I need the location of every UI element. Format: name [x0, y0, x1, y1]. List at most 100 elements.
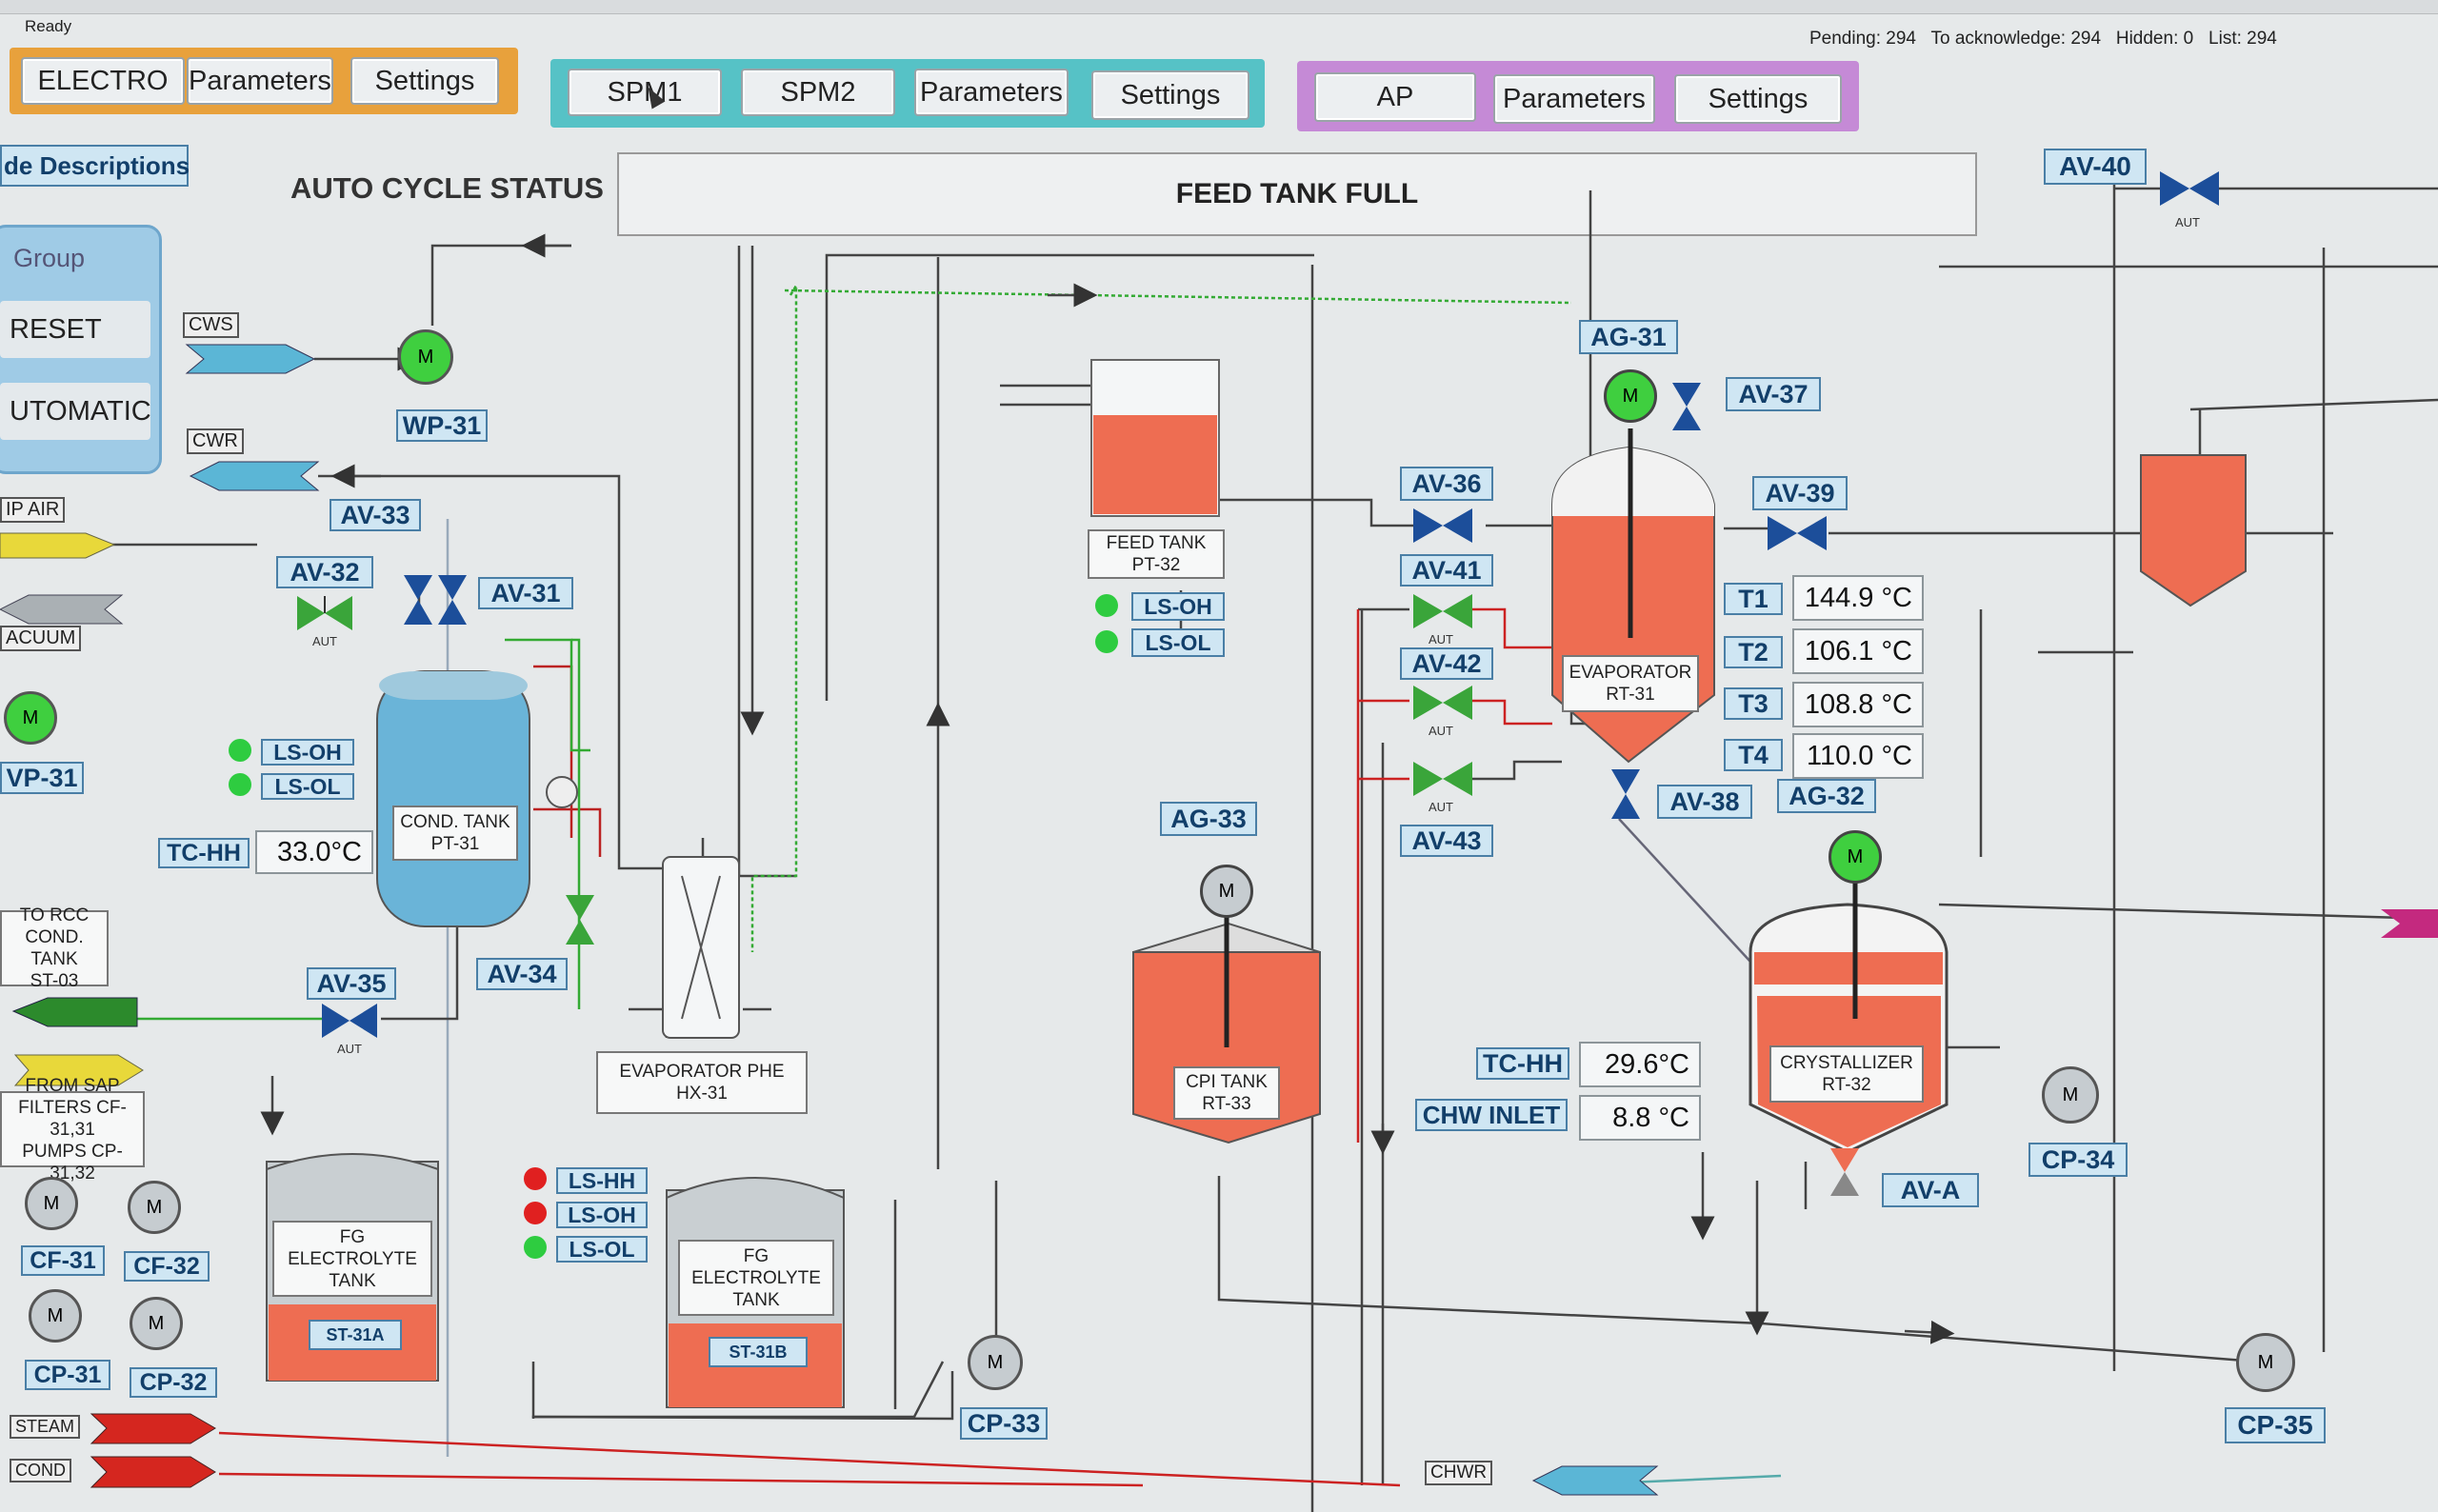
av41-tag[interactable]: AV-41 [1400, 554, 1493, 587]
t2-value: 106.1 °C [1792, 628, 1924, 674]
valve-av39-icon[interactable] [1768, 516, 1827, 550]
av38-tag[interactable]: AV-38 [1657, 785, 1752, 819]
cp34-tag[interactable]: CP-34 [2028, 1143, 2128, 1177]
valve-av37-icon[interactable] [1672, 383, 1701, 430]
t2-tag: T2 [1724, 636, 1783, 668]
valve-av41-icon[interactable] [1413, 594, 1472, 628]
auto-cycle-status-box: FEED TANK FULL [617, 152, 1977, 236]
tab-spm2[interactable]: SPM2 [741, 69, 895, 116]
ag32-motor-icon[interactable]: M [1828, 830, 1882, 884]
list-count: List: 294 [2208, 29, 2277, 49]
ag31-tag[interactable]: AG-31 [1579, 320, 1678, 354]
valve-av38-icon[interactable] [1611, 769, 1640, 819]
wp31-pump-icon[interactable]: M [398, 329, 453, 385]
valve-av34-icon[interactable] [566, 895, 594, 945]
steam-label: STEAM [10, 1415, 81, 1439]
chw-temp-value: 8.8 °C [1579, 1095, 1701, 1141]
valve-av32-icon[interactable] [297, 596, 352, 630]
feed-ls-ol-led [1095, 630, 1118, 653]
fg-ls-oh-led [524, 1202, 547, 1224]
chwr-label: CHWR [1425, 1461, 1493, 1485]
cf31-pump-icon[interactable]: M [25, 1177, 78, 1230]
automatic-button[interactable]: UTOMATIC [0, 383, 151, 440]
wp31-tag[interactable]: WP-31 [396, 409, 488, 442]
valve-av36-icon[interactable] [1413, 508, 1472, 543]
av36-tag[interactable]: AV-36 [1400, 467, 1493, 501]
valve-av40-icon[interactable] [2160, 171, 2219, 206]
av33-tag[interactable]: AV-33 [330, 499, 421, 531]
cp35-pump-icon[interactable]: M [2236, 1333, 2295, 1392]
vp31-tag[interactable]: VP-31 [0, 762, 84, 794]
t4-tag: T4 [1724, 739, 1783, 771]
cp31-tag[interactable]: CP-31 [25, 1360, 110, 1390]
tab-ap[interactable]: AP [1314, 72, 1476, 122]
to-rcc-label: TO RCC COND. TANK ST-03 [0, 905, 109, 991]
cryst-tc-hh-tag: TC-HH [1476, 1047, 1569, 1080]
fg-tank-a-label: FG ELECTROLYTE TANK [272, 1221, 432, 1297]
ag31-motor-icon[interactable]: M [1604, 369, 1657, 423]
tab-ap-parameters[interactable]: Parameters [1493, 74, 1655, 124]
av31-tag[interactable]: AV-31 [478, 577, 573, 609]
valve-av31b-icon[interactable] [438, 575, 467, 625]
av41-aut-label: AUT [1429, 632, 1453, 647]
av43-tag[interactable]: AV-43 [1400, 825, 1493, 857]
av42-tag[interactable]: AV-42 [1400, 647, 1493, 680]
chw-inlet-tag: CHW INLET [1415, 1099, 1568, 1131]
feed-ls-ol-tag: LS-OL [1131, 628, 1225, 657]
fg-ls-hh-tag: LS-HH [556, 1167, 648, 1194]
av39-tag[interactable]: AV-39 [1752, 476, 1848, 510]
ready-status: Ready [25, 17, 72, 35]
av34-tag[interactable]: AV-34 [476, 958, 568, 990]
vp31-pump-icon[interactable]: M [4, 691, 57, 745]
phe-label: EVAPORATOR PHE HX-31 [596, 1051, 808, 1114]
cond-ls-oh-led [229, 739, 251, 762]
ag33-motor-icon[interactable]: M [1200, 865, 1253, 918]
cond-ls-ol-led [229, 773, 251, 796]
fg-tank-a-tag: ST-31A [309, 1320, 402, 1350]
ack-count: To acknowledge: 294 [1930, 29, 2102, 49]
ava-tag[interactable]: AV-A [1882, 1173, 1979, 1207]
tab-spm-settings[interactable]: Settings [1091, 70, 1249, 120]
av37-tag[interactable]: AV-37 [1726, 377, 1821, 411]
fg-ls-ol-tag: LS-OL [556, 1236, 648, 1263]
auto-cycle-status-label: AUTO CYCLE STATUS [290, 171, 604, 205]
cp32-pump-icon[interactable]: M [130, 1297, 183, 1350]
av43-aut-label: AUT [1429, 800, 1453, 814]
valve-ava-icon[interactable] [1830, 1148, 1859, 1196]
feed-ls-oh-tag: LS-OH [1131, 592, 1225, 621]
valve-av42-icon[interactable] [1413, 686, 1472, 720]
tab-electro-settings[interactable]: Settings [350, 57, 499, 105]
descriptions-toggle[interactable]: de Descriptions [0, 145, 190, 187]
av35-tag[interactable]: AV-35 [307, 967, 396, 1000]
fg-ls-oh-tag: LS-OH [556, 1202, 648, 1228]
hidden-count: Hidden: 0 [2115, 29, 2194, 49]
cp33-pump-icon[interactable]: M [968, 1335, 1023, 1390]
cp33-tag[interactable]: CP-33 [960, 1407, 1048, 1440]
tab-electro[interactable]: ELECTRO [21, 57, 185, 105]
tab-ap-settings[interactable]: Settings [1674, 74, 1842, 124]
cf31-tag[interactable]: CF-31 [21, 1245, 105, 1276]
t1-tag: T1 [1724, 583, 1783, 615]
tab-spm1[interactable]: SPM1 [568, 69, 722, 116]
tab-electro-parameters[interactable]: Parameters [187, 57, 333, 105]
cp34-pump-icon[interactable]: M [2042, 1066, 2099, 1124]
t4-value: 110.0 °C [1792, 733, 1924, 779]
cp31-pump-icon[interactable]: M [29, 1289, 82, 1343]
cp35-tag[interactable]: CP-35 [2225, 1407, 2326, 1443]
reset-button[interactable]: RESET [0, 301, 150, 358]
valve-av43-icon[interactable] [1413, 762, 1472, 796]
tab-spm-parameters[interactable]: Parameters [914, 69, 1069, 116]
av32-tag[interactable]: AV-32 [276, 556, 373, 588]
alarm-summary: Pending: 294 To acknowledge: 294 Hidden:… [1809, 29, 2277, 50]
cp32-tag[interactable]: CP-32 [130, 1367, 217, 1398]
from-sap-label: FROM SAP FILTERS CF-31,31 PUMPS CP-31,32 [0, 1076, 145, 1184]
valve-av35-icon[interactable] [322, 1004, 377, 1038]
ag33-tag[interactable]: AG-33 [1160, 802, 1257, 836]
feed-tank-label: FEED TANK PT-32 [1088, 529, 1225, 579]
cf32-tag[interactable]: CF-32 [124, 1251, 210, 1282]
cf32-pump-icon[interactable]: M [128, 1181, 181, 1234]
av40-tag[interactable]: AV-40 [2044, 149, 2147, 185]
valve-av31a-icon[interactable] [404, 575, 432, 625]
ag32-tag[interactable]: AG-32 [1777, 779, 1876, 813]
air-label: IP AIR [0, 497, 66, 523]
